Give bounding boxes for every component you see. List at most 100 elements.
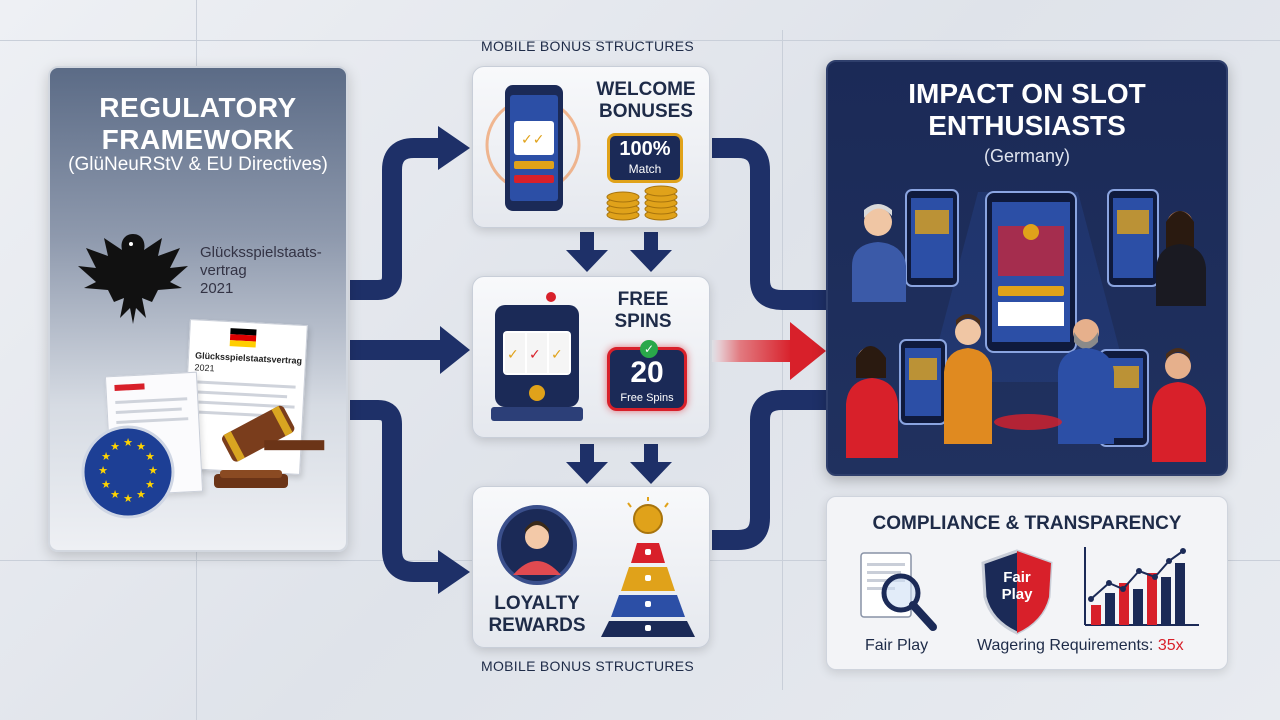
svg-text:★: ★ xyxy=(110,488,120,501)
smartphone-slot-icon: ✓✓ xyxy=(485,85,581,211)
welcome-title-line2: BONUSES xyxy=(599,101,693,122)
arrow-head xyxy=(630,250,672,272)
arrow-reg-to-welcome xyxy=(350,138,440,300)
arrow-down xyxy=(580,444,594,464)
svg-text:✓: ✓ xyxy=(507,347,519,363)
svg-text:★: ★ xyxy=(110,440,120,453)
arrow-welcome-to-impact xyxy=(712,138,826,310)
impact-title: IMPACT ON SLOT ENTHUSIASTS xyxy=(828,78,1226,142)
arrow-reg-to-loyalty xyxy=(350,400,440,582)
free-spins-badge-value: 20 xyxy=(630,356,664,389)
phone-icon xyxy=(985,191,1077,353)
match-badge-caption: Match xyxy=(628,162,662,176)
document-magnifier-icon xyxy=(860,552,937,631)
match-badge-value: 100% xyxy=(619,138,671,160)
impact-title-line1: IMPACT ON SLOT xyxy=(908,78,1146,109)
person-figure xyxy=(846,346,898,458)
welcome-bonuses-card: ✓✓ WELCOME BONUSES 100% Match xyxy=(472,66,710,228)
arrow-down xyxy=(580,232,594,252)
loyalty-rewards-card: LOYALTY REWARDS xyxy=(472,486,710,648)
regulatory-framework-panel: REGULATORY FRAMEWORK (GlüNeuRStV & EU Di… xyxy=(48,66,348,552)
german-flag-icon xyxy=(229,328,257,348)
arrow-reg-to-spins xyxy=(350,340,442,360)
treaty-label-line2: vertrag xyxy=(200,262,247,279)
loyalty-title-line2: REWARDS xyxy=(488,615,586,636)
svg-text:✓: ✓ xyxy=(551,347,563,363)
wagering-value: 35x xyxy=(1157,637,1184,654)
person-figure xyxy=(944,314,992,444)
growth-chart-icon xyxy=(1084,547,1199,626)
svg-text:✓✓: ✓✓ xyxy=(521,132,544,148)
compliance-title: COMPLIANCE & TRANSPARENCY xyxy=(872,513,1182,534)
match-badge: 100% Match xyxy=(607,133,683,183)
arrow-down xyxy=(644,444,658,464)
arrow-head xyxy=(566,462,608,484)
fair-play-caption: Fair Play xyxy=(865,637,929,654)
phone-icon xyxy=(1107,189,1159,287)
section-label-bottom: MOBILE BONUS STRUCTURES xyxy=(481,658,695,674)
gavel-icon xyxy=(214,405,325,488)
arrow-head xyxy=(566,250,608,272)
treaty-year: 2021 xyxy=(200,280,234,297)
fair-play-shield-icon xyxy=(981,549,1053,635)
grid-line xyxy=(0,40,1280,41)
german-eagle-icon xyxy=(78,234,188,324)
wagering-label: Wagering Requirements: xyxy=(977,637,1158,654)
svg-text:★: ★ xyxy=(145,450,155,463)
person-figure xyxy=(852,204,906,302)
shield-label-line2: Play xyxy=(1001,586,1033,603)
arrow-loyalty-to-impact xyxy=(712,390,826,550)
svg-text:★: ★ xyxy=(123,436,133,449)
welcome-bonuses-title: WELCOME BONUSES xyxy=(591,79,701,123)
regulatory-subtitle: (GlüNeuRStV & EU Directives) xyxy=(68,154,328,175)
impact-subtitle: (Germany) xyxy=(983,146,1070,166)
svg-text:★: ★ xyxy=(123,492,133,505)
treaty-label-line1: Glücksspielstaats- xyxy=(200,244,322,261)
arrow-down xyxy=(644,232,658,252)
phone-icon xyxy=(899,339,947,425)
slot-enthusiasts-illustration xyxy=(846,189,1206,462)
regulatory-title-line1: REGULATORY xyxy=(99,92,297,123)
phone-icon xyxy=(905,189,959,287)
impact-title-line2: ENTHUSIASTS xyxy=(928,110,1126,141)
wagering-caption: Wagering Requirements: 35x xyxy=(977,637,1184,655)
loyalty-title-line1: LOYALTY xyxy=(494,593,580,614)
gold-coins-icon xyxy=(606,185,678,221)
treaty-label: Glücksspielstaats- vertrag 2021 xyxy=(200,244,346,298)
svg-text:★: ★ xyxy=(101,450,111,463)
person-figure xyxy=(1058,319,1114,444)
svg-text:★: ★ xyxy=(148,464,158,477)
person-figure xyxy=(1152,348,1206,462)
arrow-head xyxy=(630,462,672,484)
arrow-head xyxy=(790,322,826,380)
regulatory-title-line2: FRAMEWORK xyxy=(101,124,295,155)
checkmark-icon: ✓ xyxy=(640,340,658,358)
svg-text:★: ★ xyxy=(136,488,146,501)
slot-machine-icon: ✓ ✓ ✓ xyxy=(491,292,583,421)
regulatory-title: REGULATORY FRAMEWORK xyxy=(50,92,346,156)
arrow-spins-to-impact xyxy=(712,340,792,362)
svg-text:★: ★ xyxy=(98,464,108,477)
free-spins-title-line2: SPINS xyxy=(614,311,672,332)
impact-panel: IMPACT ON SLOT ENTHUSIASTS (Germany) xyxy=(826,60,1228,476)
compliance-panel: COMPLIANCE & TRANSPARENCY Fair Play Fair… xyxy=(826,496,1228,670)
welcome-title-line1: WELCOME xyxy=(596,79,696,100)
svg-text:✓: ✓ xyxy=(529,347,541,363)
section-label-top: MOBILE BONUS STRUCTURES xyxy=(481,38,695,54)
arrow-head xyxy=(438,550,470,594)
free-spins-badge: ✓ 20 Free Spins xyxy=(607,340,687,411)
svg-text:★: ★ xyxy=(145,478,155,491)
free-spins-title-line1: FREE xyxy=(617,289,669,310)
free-spins-badge-caption: Free Spins xyxy=(620,392,674,404)
loyalty-pyramid-icon xyxy=(601,497,695,637)
document-year: 2021 xyxy=(194,362,215,374)
shield-label-line1: Fair xyxy=(1003,569,1031,586)
free-spins-title: FREE SPINS xyxy=(593,289,693,333)
shield-label: Fair Play xyxy=(977,569,1057,603)
svg-text:★: ★ xyxy=(101,478,111,491)
arrow-head xyxy=(438,126,470,170)
svg-text:★: ★ xyxy=(136,440,146,453)
free-spins-card: ✓ ✓ ✓ FREE SPINS ✓ 20 Free Spins xyxy=(472,276,710,438)
arrow-head xyxy=(440,326,470,374)
